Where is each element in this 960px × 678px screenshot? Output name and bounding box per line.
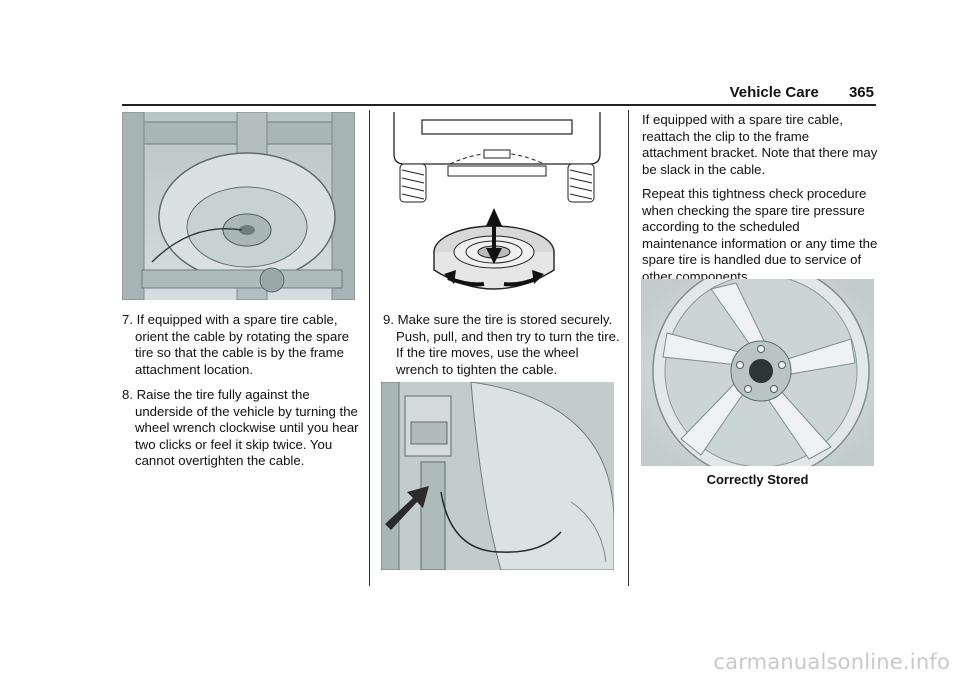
correctly-stored-wheel-figure xyxy=(641,279,874,466)
figure-caption: Correctly Stored xyxy=(706,472,809,487)
step-9: 9. Make sure the tire is stored securely… xyxy=(383,312,620,377)
column-divider-1 xyxy=(369,110,370,586)
tightness-check-paragraph: Repeat this tightness check procedure wh… xyxy=(642,186,878,284)
page-header: Vehicle Care 365 xyxy=(730,84,874,101)
frame-attachment-figure xyxy=(381,382,614,570)
header-rule xyxy=(122,104,876,106)
watermark-text: carmanualsonline.info xyxy=(713,650,950,674)
column-1-text: 7. If equipped with a spare tire cable, … xyxy=(122,312,362,479)
spare-tire-underbody-figure xyxy=(122,112,355,300)
page-number: 365 xyxy=(848,84,874,101)
step-7: 7. If equipped with a spare tire cable, … xyxy=(122,312,350,377)
section-title: Vehicle Care xyxy=(729,84,819,101)
column-3-text: If equipped with a spare tire cable, rea… xyxy=(642,112,878,293)
tire-push-pull-diagram xyxy=(388,112,606,302)
step-8: 8. Raise the tire fully against the unde… xyxy=(122,387,359,468)
reattach-clip-paragraph: If equipped with a spare tire cable, rea… xyxy=(642,112,878,177)
column-divider-2 xyxy=(628,110,629,586)
column-2-text: 9. Make sure the tire is stored securely… xyxy=(383,312,621,387)
